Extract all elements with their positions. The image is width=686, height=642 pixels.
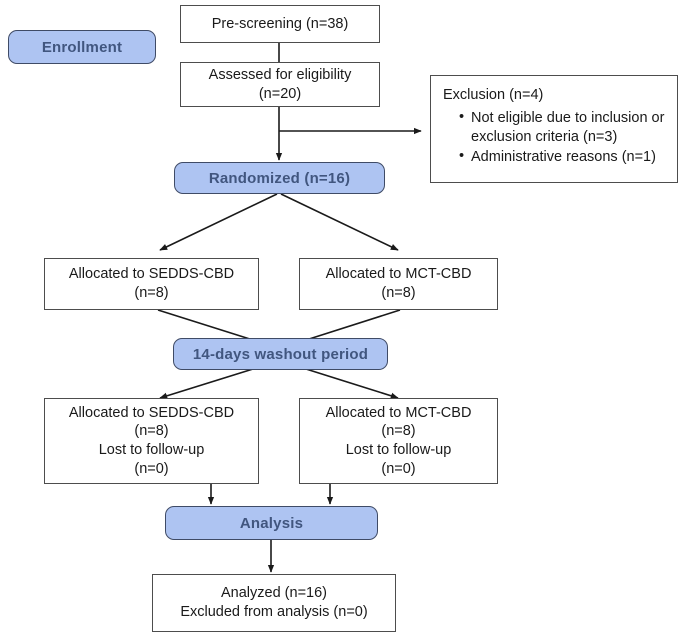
edge-randomized-to-sedds xyxy=(159,193,278,251)
exclusion-item: Not eligible due to inclusion or exclusi… xyxy=(459,108,665,147)
box-allocated-mct-cbd-top: Allocated to MCT-CBD (n=8) xyxy=(299,258,498,310)
edge-randomized-to-mct xyxy=(280,193,399,251)
stage-washout-label: 14-days washout period xyxy=(192,345,369,363)
exclusion-title: Exclusion (n=4) xyxy=(443,87,544,103)
box-assessed-for-eligibility: Assessed for eligibility (n=20) xyxy=(180,62,380,107)
stage-analysis-label: Analysis xyxy=(239,514,304,532)
stage-washout-period: 14-days washout period xyxy=(173,338,388,370)
box-allocated-sedds-cbd-bottom: Allocated to SEDDS-CBD (n=8) Lost to fol… xyxy=(44,398,259,484)
edge-sedds-to-washout xyxy=(157,309,254,341)
stage-enrollment-label: Enrollment xyxy=(41,38,123,56)
box-allocated-mct-top-text: Allocated to MCT-CBD (n=8) xyxy=(325,266,472,301)
box-assessed-text: Assessed for eligibility (n=20) xyxy=(208,66,352,102)
box-analyzed-text: Analyzed (n=16) Excluded from analysis (… xyxy=(180,585,368,620)
box-prescreening-text: Pre-screening (n=38) xyxy=(211,15,349,32)
exclusion-list: Not eligible due to inclusion or exclusi… xyxy=(443,108,665,167)
stage-enrollment: Enrollment xyxy=(8,30,156,64)
edge-mct-to-washout xyxy=(305,309,401,341)
box-allocated-sedds-top-text: Allocated to SEDDS-CBD (n=8) xyxy=(68,266,235,301)
box-allocated-mct-bottom-text: Allocated to MCT-CBD (n=8) Lost to follo… xyxy=(325,404,472,477)
box-exclusion: Exclusion (n=4) Not eligible due to incl… xyxy=(430,75,678,183)
stage-randomized-label: Randomized (n=16) xyxy=(208,169,351,187)
exclusion-item: Administrative reasons (n=1) xyxy=(459,147,665,167)
box-allocated-sedds-bottom-text: Allocated to SEDDS-CBD (n=8) Lost to fol… xyxy=(68,404,235,477)
edge-washout-to-sedds2 xyxy=(159,368,254,399)
box-allocated-sedds-cbd-top: Allocated to SEDDS-CBD (n=8) xyxy=(44,258,259,310)
box-allocated-mct-cbd-bottom: Allocated to MCT-CBD (n=8) Lost to follo… xyxy=(299,398,498,484)
stage-randomized: Randomized (n=16) xyxy=(174,162,385,194)
box-prescreening: Pre-screening (n=38) xyxy=(180,5,380,43)
box-analyzed: Analyzed (n=16) Excluded from analysis (… xyxy=(152,574,396,632)
edge-washout-to-mct2 xyxy=(305,368,399,399)
stage-analysis: Analysis xyxy=(165,506,378,540)
